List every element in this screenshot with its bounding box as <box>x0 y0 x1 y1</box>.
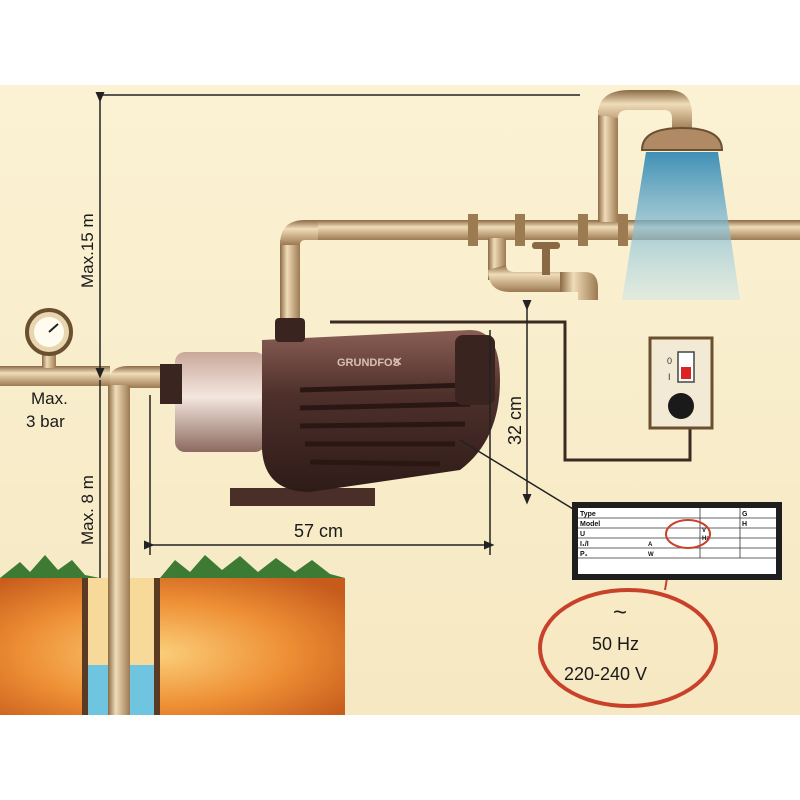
power-callout-ring <box>538 588 718 708</box>
nameplate-row-u: U <box>580 531 585 538</box>
tap-valve-stem <box>542 245 550 275</box>
max-depth-label: Max. 8 m <box>78 475 97 545</box>
ac-symbol: ~ <box>613 599 627 626</box>
pump: GRUNDFOS ✕ <box>160 318 500 506</box>
frequency-label: 50 Hz <box>592 634 639 654</box>
switch-mark-0-icon: 0 <box>667 356 672 366</box>
pipe-coupling-1 <box>468 214 478 246</box>
motor-fins <box>299 382 471 467</box>
nameplate-mark-w: W <box>648 552 654 558</box>
nameplate-row-type: Type <box>580 511 596 518</box>
nameplate-face <box>578 508 776 574</box>
power-callout: ~ 50 Hz 220-240 V <box>538 588 718 708</box>
brand-logo-icon: ✕ <box>392 355 403 370</box>
nameplate-mark-v: V <box>702 528 706 534</box>
nameplate-grid <box>578 508 776 559</box>
suction-pipe-vertical <box>108 380 130 715</box>
grass-right <box>160 555 345 578</box>
discharge-riser <box>280 240 300 320</box>
max-pressure-label-line1: Max. <box>31 389 68 408</box>
pump-length-label: 57 cm <box>294 521 343 541</box>
dimension-lines <box>95 92 673 591</box>
pipe-coupling-4 <box>618 214 628 246</box>
well-wall-right <box>154 578 160 715</box>
nameplate-leader-line <box>459 439 579 513</box>
nameplate-mark-g: G <box>742 511 748 518</box>
shower-riser <box>598 110 618 222</box>
motor-end-cap <box>455 335 495 405</box>
pump-discharge-port <box>275 318 305 342</box>
nameplate-row-model: Model <box>580 521 600 528</box>
power-cable <box>330 320 692 462</box>
grass-left <box>0 555 100 578</box>
voltage-label: 220-240 V <box>564 664 647 684</box>
nameplate-row-i: I₁/I <box>580 541 589 548</box>
inlet-pipe <box>0 366 110 386</box>
pump-brand: GRUNDFOS <box>337 357 400 369</box>
pipe-coupling-2 <box>515 214 525 246</box>
nameplate-highlight-ring <box>665 519 711 549</box>
inlet-line <box>0 308 110 386</box>
discharge-line <box>280 90 800 320</box>
nameplate: Type Model U I₁/I P₁ G H V Hz A W <box>572 502 782 580</box>
well-wall-left <box>82 578 88 715</box>
pump-motor <box>262 330 500 492</box>
max-pressure-label-line2: 3 bar <box>26 412 65 431</box>
nameplate-row-p: P₁ <box>580 551 588 558</box>
gauge-stem <box>42 352 56 368</box>
pump-height-label: 32 cm <box>505 396 525 445</box>
electrical: 0 I <box>330 320 714 462</box>
nameplate-mark-hz: Hz <box>702 536 709 542</box>
suction-elbow <box>108 366 175 388</box>
tap-elbow <box>488 265 560 292</box>
nameplate-mark-a: A <box>648 542 653 548</box>
tap-handle <box>532 242 560 249</box>
suction-pipe <box>108 366 175 715</box>
power-plug <box>668 393 694 419</box>
nameplate-mark-h: H <box>742 521 747 528</box>
ground-section <box>0 555 345 715</box>
shower-spray <box>622 152 740 300</box>
power-switch-toggle[interactable] <box>681 367 691 379</box>
max-height-label: Max.15 m <box>78 213 97 288</box>
tap-spout <box>560 272 598 300</box>
soil <box>0 578 345 715</box>
pump-base <box>230 488 375 506</box>
shower-head <box>640 126 724 151</box>
pump-housing <box>175 352 265 452</box>
shower-gooseneck <box>598 90 692 130</box>
switch-mark-1-icon: I <box>668 372 671 382</box>
pump-inlet-flange <box>160 364 182 404</box>
pressure-gauge-needle <box>48 323 59 333</box>
pipe-coupling-3 <box>578 214 588 246</box>
discharge-elbow <box>280 220 320 245</box>
